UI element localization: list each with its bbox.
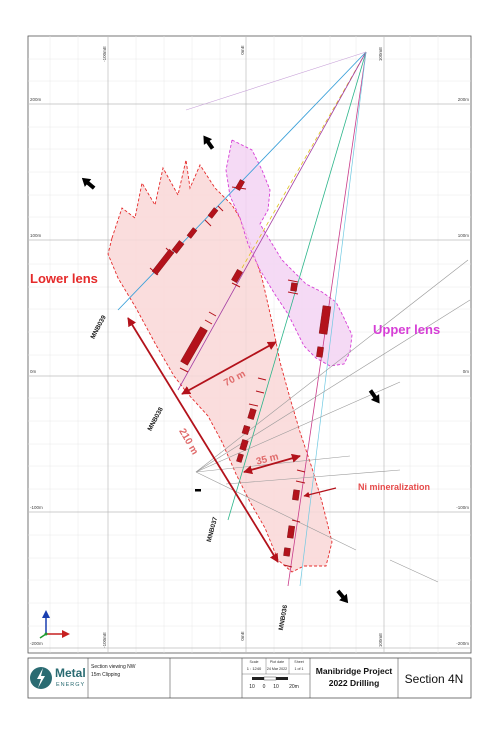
grid-label-x-bottom: 0mE	[240, 631, 245, 640]
grid-label-y-left: -100m	[30, 505, 43, 510]
grid-label-y-right: -100m	[456, 505, 469, 510]
measurement-arrows	[127, 317, 337, 563]
grid-label-y-right: 0m	[463, 369, 470, 374]
scale-bar-label: 0	[263, 684, 266, 690]
upper-lens-label: Upper lens	[373, 322, 440, 337]
mineralization-label: Ni mineralization	[358, 482, 430, 492]
plot-date-label: Plot date	[270, 660, 284, 664]
project-subtitle: 2022 Drilling	[329, 678, 380, 688]
plot-date-value: 24 Mar 2022	[267, 667, 287, 671]
drill-trace-shallow	[185, 51, 367, 111]
scale-value: 1 : 1240	[247, 666, 262, 671]
scale-bar-label: 10	[273, 684, 279, 690]
mineralization-pointer	[303, 487, 337, 498]
grid-label-y-left: 100m	[30, 233, 42, 238]
length-arrow	[127, 317, 279, 563]
title-block: Metal ENERGY Section viewing NW 15m Clip…	[27, 657, 472, 699]
sheet-label: Sheet	[294, 660, 303, 664]
arrow-icon	[336, 589, 349, 604]
brand-name: Metal	[55, 666, 86, 680]
grid-label-x-bottom: 100mE	[378, 633, 383, 647]
grid-label-y-left: -200m	[30, 641, 43, 646]
sheet-value: 1 of 1	[295, 667, 304, 671]
brand-subtitle: ENERGY	[56, 682, 85, 688]
arrow-icon	[203, 135, 215, 150]
view-description: Section viewing NW	[91, 664, 136, 670]
drill-trace-mnb039-upper	[237, 51, 367, 276]
axis-indicator	[39, 610, 70, 639]
grid-label-y-left: 0m	[30, 369, 37, 374]
lower-lens-label: Lower lens	[30, 271, 98, 286]
hole-label-mnb036: MNB036	[278, 604, 289, 631]
grid-label-y-left: 200m	[30, 97, 42, 102]
project-name: Manibridge Project	[316, 666, 393, 676]
grid-label-y-right: -200m	[456, 641, 469, 646]
grid-label-y-right: 100m	[458, 233, 470, 238]
scale-bar-label: 10	[249, 684, 255, 690]
scale-label: Scale	[250, 660, 259, 664]
clipping-description: 15m Clipping	[91, 672, 120, 678]
arrow-icon	[81, 177, 96, 190]
grid-label-x-top: 0mE	[240, 45, 245, 54]
width-label-lower: 35 m	[255, 451, 280, 467]
grid-label-x-bottom: -100mE	[102, 632, 107, 648]
scale-bar-label: 20m	[289, 684, 299, 690]
arrow-icon	[368, 389, 380, 404]
collar-marker	[195, 489, 201, 492]
drill-trace-mnb036-b	[299, 51, 367, 587]
direction-arrows	[81, 135, 380, 604]
grid-label-x-top: -100mE	[102, 46, 107, 62]
grid-label-x-top: 100mE	[378, 47, 383, 61]
grid-label-y-right: 200m	[458, 97, 470, 102]
section-name: Section 4N	[405, 672, 464, 686]
